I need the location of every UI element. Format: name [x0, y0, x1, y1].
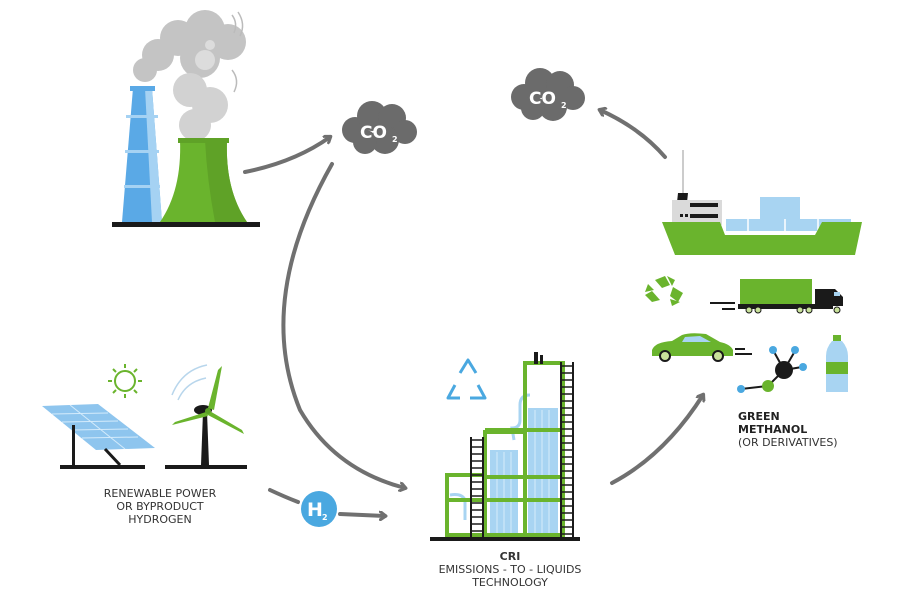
- co2-cloud-capture: CO 2: [342, 101, 417, 154]
- co2-release-subscript: 2: [561, 101, 567, 110]
- cri-label-title: CRI: [499, 550, 521, 563]
- renewable-label: RENEWABLE POWER OR BYPRODUCT HYDROGEN: [60, 487, 260, 526]
- wind-turbine-icon: [165, 364, 247, 469]
- ladder-left: [470, 437, 484, 538]
- hydrogen-badge: H 2: [301, 491, 337, 527]
- renewable-label-line-2: OR BYPRODUCT: [116, 500, 204, 513]
- car-icon: [652, 333, 752, 362]
- solar-panel-icon: [42, 404, 155, 469]
- arrow-methanol-to-co2: [600, 110, 667, 159]
- methanol-molecule-icon: [737, 346, 807, 393]
- arrow-factory-to-co2: [243, 137, 330, 174]
- factory-icon: [112, 10, 260, 227]
- arrows: [243, 110, 703, 516]
- renewable-label-line-3: HYDROGEN: [128, 513, 192, 526]
- bottle-icon: [826, 335, 848, 392]
- ship-icon: [662, 150, 862, 255]
- co2-cloud-release: CO 2: [511, 68, 585, 121]
- arrow-co2-to-cri: [281, 162, 405, 488]
- smoke-icon: [133, 10, 246, 141]
- cri-label: CRI EMISSIONS - TO - LIQUIDS TECHNOLOGY: [410, 550, 610, 589]
- hydrogen-formula: H: [307, 499, 323, 521]
- green-methanol-title-line-2: METHANOL: [738, 423, 808, 436]
- renewable-icon: [42, 364, 247, 469]
- co2-capture-formula: CO: [360, 123, 387, 143]
- green-methanol-label: GREEN METHANOL (OR DERIVATIVES): [738, 410, 888, 449]
- truck-icon: [710, 279, 843, 314]
- recycle-icon-green: [645, 276, 683, 306]
- arrow-h2-to-cri: [338, 514, 385, 516]
- sun-icon: [108, 364, 142, 398]
- cri-label-line-1: EMISSIONS - TO - LIQUIDS: [438, 563, 582, 576]
- arrow-cri-to-methanol: [610, 395, 703, 485]
- green-methanol-subtitle: (OR DERIVATIVES): [738, 436, 838, 449]
- green-methanol-title-line-1: GREEN: [738, 410, 780, 423]
- cri-label-line-2: TECHNOLOGY: [472, 576, 548, 589]
- hydrogen-subscript: 2: [322, 513, 328, 522]
- cri-plant-icon: [430, 352, 580, 541]
- co2-release-formula: CO: [529, 89, 556, 109]
- arrow-renewable-to-h2: [268, 488, 300, 504]
- renewable-label-line-1: RENEWABLE POWER: [103, 487, 217, 500]
- co2-capture-subscript: 2: [392, 135, 398, 144]
- recycle-icon-blue: [446, 358, 487, 400]
